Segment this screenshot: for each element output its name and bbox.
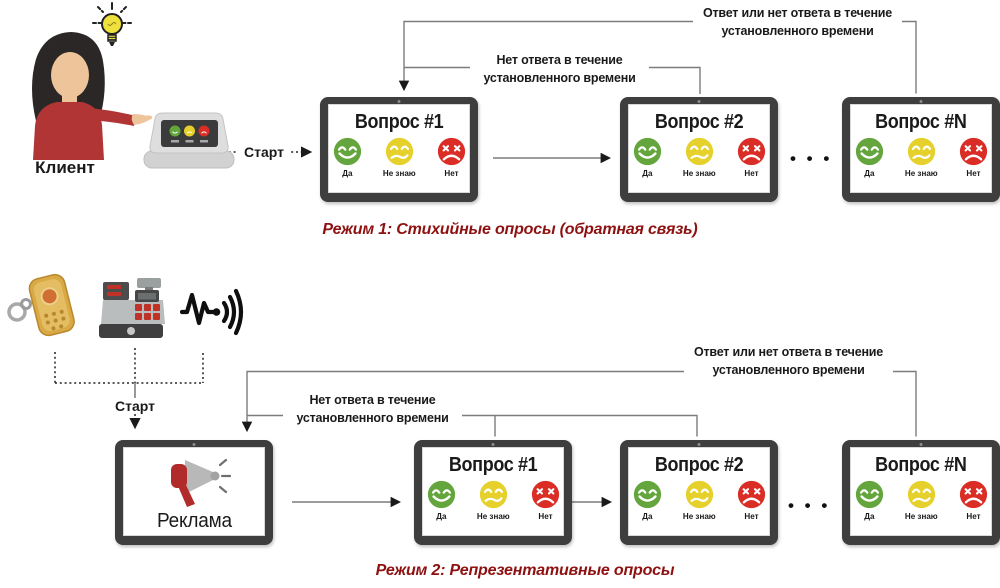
happy-face-icon [633,480,661,509]
answer-option-yes: Да [423,479,461,521]
mode2-question-screen-2: Вопрос #2 Да Не знаю Нет [620,440,778,545]
ad-screen-title: Реклама [156,510,232,532]
answer-option-yes: Да [851,479,889,521]
answer-option-yes: Да [629,136,667,178]
answer-label-yes: Да [641,168,653,178]
answer-label-no: Нет [537,511,553,521]
megaphone-icon [171,458,231,507]
question-title: Вопрос #2 [654,111,744,133]
answer-option-unsure: Не знаю [473,479,513,521]
happy-face-icon [427,480,455,509]
mode2-start-label: Старт [110,398,160,414]
feedback-terminal-icon [142,110,236,179]
camera-dot-icon [397,99,401,103]
answer-option-no: Нет [731,136,769,178]
cash-register-icon [97,276,169,347]
camera-dot-icon [697,99,701,103]
answer-label-no: Нет [965,511,981,521]
client-label: Клиент [35,158,95,177]
answer-option-no: Нет [953,136,991,178]
mode1-no-answer-note: Нет ответа в течение установленного врем… [470,50,649,89]
question-title: Вопрос #1 [448,454,538,476]
neutral-face-icon [385,137,413,166]
answer-label-yes: Да [641,511,653,521]
answer-label-yes: Да [435,511,447,521]
sound-wave-icon [179,286,244,343]
mode1-any-answer-return-line [398,20,917,94]
camera-dot-icon [919,442,923,446]
answer-label-unsure: Не знаю [904,511,938,521]
neutral-face-icon [685,480,713,509]
neutral-face-icon [907,480,935,509]
happy-face-icon [855,137,883,166]
answer-label-no: Нет [743,511,759,521]
camera-dot-icon [697,442,701,446]
answer-label-no: Нет [743,168,759,178]
mode1-any-answer-note: Ответ или нет ответа в течение установле… [693,3,902,42]
happy-face-icon [855,480,883,509]
answer-option-yes: Да [851,136,889,178]
mode2-any-answer-note: Ответ или нет ответа в течение установле… [684,342,893,381]
sad-face-icon [437,137,465,166]
lightbulb-icon [92,2,132,55]
question-title: Вопрос #N [875,111,967,133]
happy-face-icon [633,137,661,166]
answer-option-unsure: Не знаю [379,136,419,178]
answer-label-yes: Да [341,168,353,178]
sad-face-icon [737,137,765,166]
mode2-question-screen-1: Вопрос #1 Да Не знаю Нет [414,440,572,545]
keyfob-remote-icon [4,272,84,347]
camera-dot-icon [919,99,923,103]
mode2-more-questions-ellipsis: • • • [788,496,831,515]
answer-label-unsure: Не знаю [682,511,716,521]
answer-label-yes: Да [863,168,875,178]
sad-face-icon [531,480,559,509]
answer-label-unsure: Не знаю [476,511,510,521]
answer-label-unsure: Не знаю [904,168,938,178]
answer-option-yes: Да [629,479,667,521]
mode2-ad-screen: Реклама [115,440,273,545]
question-title: Вопрос #1 [354,111,444,133]
answer-option-unsure: Не знаю [901,136,941,178]
camera-dot-icon [192,442,196,446]
client-person-icon [12,25,152,165]
answer-option-unsure: Не знаю [901,479,941,521]
mode1-question-screen-n: Вопрос #N Да Не знаю Нет [842,97,1000,202]
sad-face-icon [959,480,987,509]
mode1-start-label: Старт [238,144,290,160]
neutral-face-icon [907,137,935,166]
mode1-question-screen-1: Вопрос #1 Да Не знаю Нет [320,97,478,202]
mode2-no-answer-note: Нет ответа в течение установленного врем… [283,390,462,429]
mode1-question-screen-2: Вопрос #2 Да Не знаю Нет [620,97,778,202]
neutral-face-icon [685,137,713,166]
answer-option-no: Нет [431,136,469,178]
happy-face-icon [333,137,361,166]
mode1-more-questions-ellipsis: • • • [790,149,833,168]
mode1-caption: Режим 1: Стихийные опросы (обратная связ… [322,221,698,238]
mode2-trigger-join-lines [54,348,204,384]
answer-label-no: Нет [965,168,981,178]
answer-option-unsure: Не знаю [679,136,719,178]
sad-face-icon [959,137,987,166]
answer-option-no: Нет [525,479,563,521]
mode2-caption: Режим 2: Репрезентативные опросы [375,562,675,579]
answer-label-unsure: Не знаю [682,168,716,178]
camera-dot-icon [491,442,495,446]
answer-label-no: Нет [443,168,459,178]
answer-option-unsure: Не знаю [679,479,719,521]
sad-face-icon [737,480,765,509]
answer-option-no: Нет [953,479,991,521]
question-title: Вопрос #N [875,454,967,476]
answer-label-yes: Да [863,511,875,521]
answer-label-unsure: Не знаю [382,168,416,178]
answer-option-no: Нет [731,479,769,521]
mode2-question-screen-n: Вопрос #N Да Не знаю Нет [842,440,1000,545]
answer-option-yes: Да [329,136,367,178]
question-title: Вопрос #2 [654,454,744,476]
mode2-any-answer-return-line [241,370,917,437]
neutral-face-icon [479,480,507,509]
